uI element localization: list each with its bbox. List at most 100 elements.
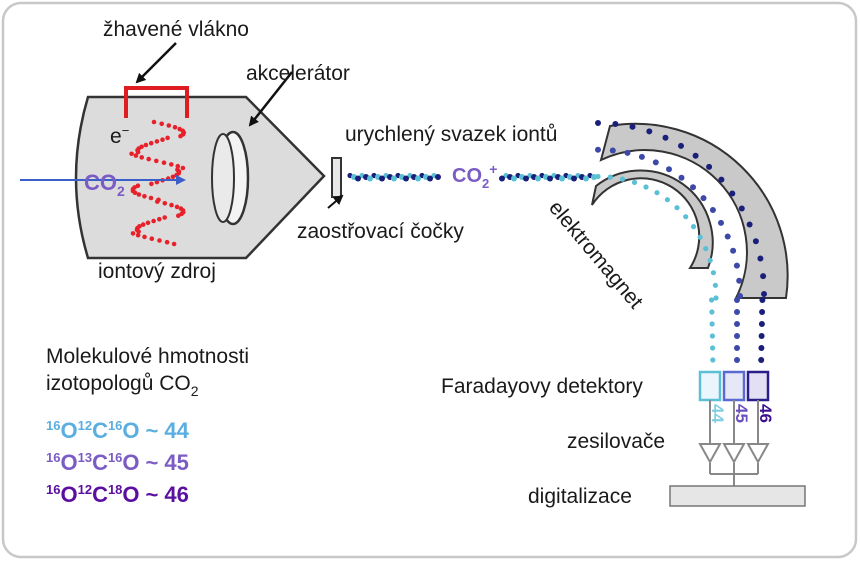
beam-dot [690, 184, 696, 191]
electron-dot [151, 218, 156, 224]
ion-beam [347, 120, 767, 363]
beam-dot [583, 175, 589, 182]
beam-dot [646, 128, 653, 135]
beam-dot [403, 175, 409, 182]
beam-dot [643, 184, 649, 190]
beam-dot [607, 174, 613, 180]
beam-dot [734, 345, 740, 351]
beam-dot [709, 333, 716, 339]
electron-dot [151, 119, 157, 125]
electron-dot [169, 162, 174, 167]
beam-dot [761, 291, 767, 297]
beam-dot [758, 333, 765, 339]
electron-dot [162, 201, 168, 206]
faraday-detectors [698, 370, 770, 402]
electron-dot [175, 163, 181, 169]
beam-dot [690, 224, 697, 230]
legend-isotopologue-44: 16O12C16O~44 [46, 418, 190, 443]
beam-dot [591, 174, 597, 180]
detectors-label: Faradayovy detektory [441, 375, 643, 398]
beam-dot [609, 147, 616, 154]
beam-dot [710, 357, 716, 363]
beam-dot [654, 190, 660, 196]
beam-dot [638, 153, 645, 160]
beam-ion-label: CO2+ [452, 161, 497, 191]
beam-dot [724, 233, 731, 240]
beam-dot [435, 174, 441, 180]
beam-dot [729, 190, 736, 197]
beam-dot [758, 357, 765, 363]
beam-dot [535, 175, 541, 182]
beam-dot [752, 238, 759, 245]
beam-dot [734, 357, 740, 363]
electron-dot [142, 194, 147, 199]
electron-dot [164, 239, 170, 245]
beam-dot [664, 197, 671, 203]
beam-dot [713, 295, 719, 301]
beam-dot [511, 175, 517, 182]
electron-dot [180, 165, 186, 171]
beam-dot [707, 257, 713, 263]
electron-dot [133, 153, 139, 158]
electron-dot [176, 213, 181, 218]
beam-dot [709, 297, 715, 303]
electron-dot [149, 181, 154, 187]
beam-dot [734, 333, 740, 339]
electron-dot [170, 174, 176, 180]
electron-dot [154, 139, 160, 144]
beam-dot [571, 175, 577, 182]
accelerator-label: akcelerátor [246, 62, 350, 85]
beam-dot [612, 121, 619, 127]
lens-arrow [327, 194, 344, 209]
electron-dot [174, 204, 180, 210]
beam-dot [759, 309, 766, 315]
electron-dot [130, 231, 136, 236]
beam-dot [718, 219, 724, 226]
beam-dot [619, 176, 626, 182]
beam-dot [703, 246, 709, 252]
accelerator-arrow [248, 71, 293, 127]
beam-dot [710, 345, 716, 351]
beam-dot [595, 120, 601, 126]
electron-label: e− [110, 123, 129, 148]
beam-dot [730, 247, 737, 254]
beam-dot [523, 175, 529, 182]
beam-dot [758, 345, 765, 351]
electron-dot [139, 155, 144, 160]
legend-title-line2: izotopologů CO2 [46, 372, 199, 399]
legend: Molekulové hmotnosti izotopologů CO2 16O… [46, 345, 249, 507]
legend-isotopologue-45: 16O13C16O~45 [46, 450, 189, 475]
electron-dot [135, 149, 141, 155]
electron-dot [159, 121, 164, 127]
beam-dot [692, 152, 699, 159]
beam-dot [736, 277, 743, 284]
electron-dot [172, 125, 178, 130]
accelerator-plates [211, 130, 250, 226]
detector-44 [698, 370, 722, 402]
beam-dot [710, 270, 717, 276]
beam-dot [759, 297, 766, 303]
electron-dot [148, 195, 154, 201]
beam-dot [746, 221, 753, 228]
beam-dot [734, 309, 740, 315]
electron-dot [157, 238, 162, 243]
detector-46 [746, 370, 770, 402]
electron-dot [145, 220, 151, 226]
electron-dot [161, 160, 167, 165]
electron-dot [136, 192, 142, 197]
filament-arrow [135, 42, 177, 84]
focusing-lens [331, 157, 342, 198]
beam-dot [733, 262, 740, 269]
electron-dot [169, 202, 174, 208]
electron-dot [148, 140, 154, 146]
ion-source-body [74, 95, 326, 260]
electron-dot [140, 222, 146, 227]
beam-dot [631, 179, 638, 185]
co2-inlet-label: CO2 [84, 170, 125, 199]
electron-dot [154, 158, 159, 164]
electron-dot [178, 133, 183, 139]
beam-dot [547, 175, 553, 182]
beam-dot [678, 142, 684, 149]
beam-dot [706, 163, 713, 170]
